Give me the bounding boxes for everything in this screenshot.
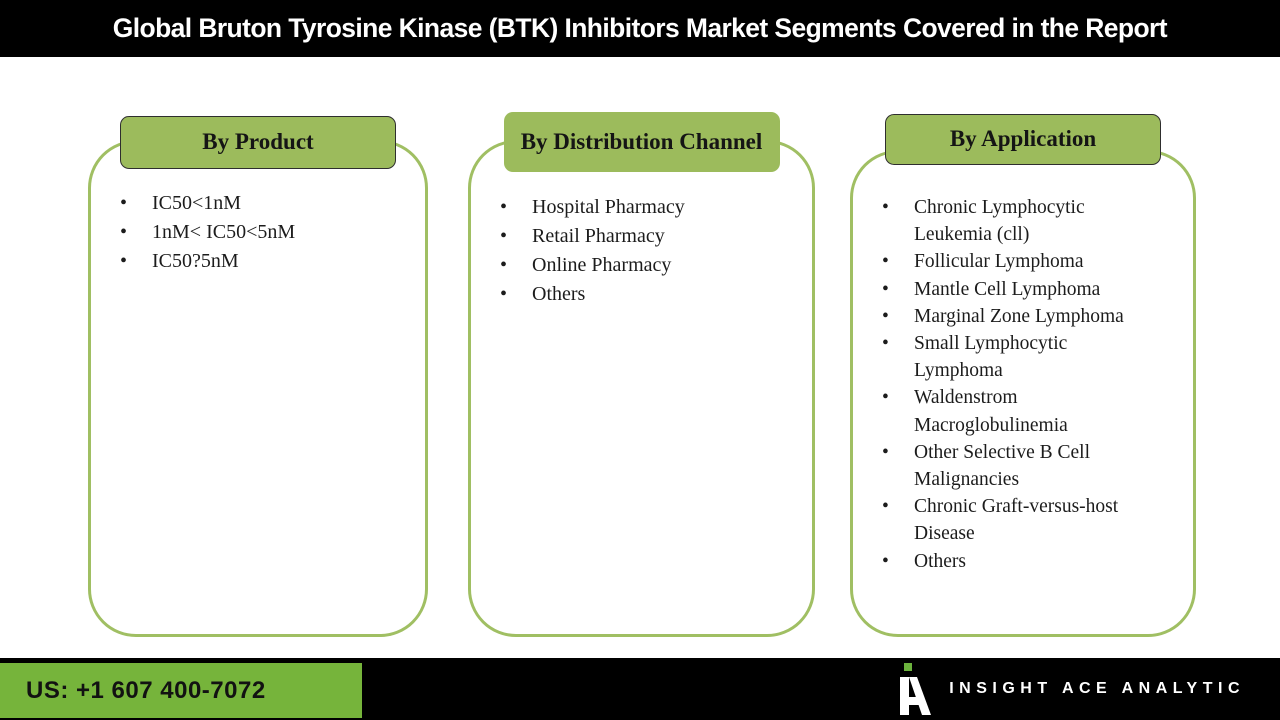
list-item: Small Lymphocytic Lymphoma	[880, 330, 1138, 384]
bullet-list: Chronic Lymphocytic Leukemia (cll)Follic…	[880, 194, 1138, 575]
phone-number: US: +1 607 400-7072	[26, 676, 266, 704]
list-item: Follicular Lymphoma	[880, 248, 1138, 275]
panel-header: By Application	[885, 114, 1161, 165]
panel-header-label: By Distribution Channel	[520, 128, 763, 154]
list-item: Mantle Cell Lymphoma	[880, 276, 1138, 303]
panel-header: By Product	[120, 116, 396, 169]
list-item: 1nM< IC50<5nM	[118, 218, 412, 247]
brand-name: INSIGHT ACE ANALYTIC	[949, 680, 1245, 697]
bullet-list: IC50<1nM1nM< IC50<5nMIC50?5nM	[118, 189, 412, 276]
list-item: IC50<1nM	[118, 189, 412, 218]
list-item: Retail Pharmacy	[498, 222, 799, 251]
phone-badge: US: +1 607 400-7072	[0, 663, 362, 718]
footer-bar: US: +1 607 400-7072 INSIGHT ACE ANALYTIC	[0, 658, 1280, 720]
brand: INSIGHT ACE ANALYTIC	[895, 658, 1245, 720]
list-item: Online Pharmacy	[498, 251, 799, 280]
list-item: Waldenstrom Macroglobulinemia	[880, 384, 1138, 438]
page-title: Global Bruton Tyrosine Kinase (BTK) Inhi…	[112, 13, 1168, 43]
segment-panel-distribution-channel: By Distribution Channel Hospital Pharmac…	[468, 112, 815, 637]
list-item: Chronic Graft-versus-host Disease	[880, 493, 1138, 547]
list-item: Others	[498, 280, 799, 309]
panel-header: By Distribution Channel	[503, 112, 780, 172]
segment-panel-application: By Application Chronic Lymphocytic Leuke…	[850, 112, 1196, 637]
segment-panel-product: By Product IC50<1nM1nM< IC50<5nMIC50?5nM	[88, 112, 428, 637]
list-item: Others	[880, 548, 1138, 575]
list-item: IC50?5nM	[118, 247, 412, 276]
list-item: Chronic Lymphocytic Leukemia (cll)	[880, 194, 1138, 248]
slide-title-bar: Global Bruton Tyrosine Kinase (BTK) Inhi…	[0, 0, 1280, 57]
list-item: Other Selective B Cell Malignancies	[880, 439, 1138, 493]
bullet-list: Hospital PharmacyRetail PharmacyOnline P…	[498, 193, 799, 309]
insight-ace-logo-icon	[900, 663, 932, 715]
list-item: Marginal Zone Lymphoma	[880, 303, 1138, 330]
list-item: Hospital Pharmacy	[498, 193, 799, 222]
panel-header-label: By Product	[202, 129, 314, 155]
panel-header-label: By Application	[949, 126, 1097, 152]
